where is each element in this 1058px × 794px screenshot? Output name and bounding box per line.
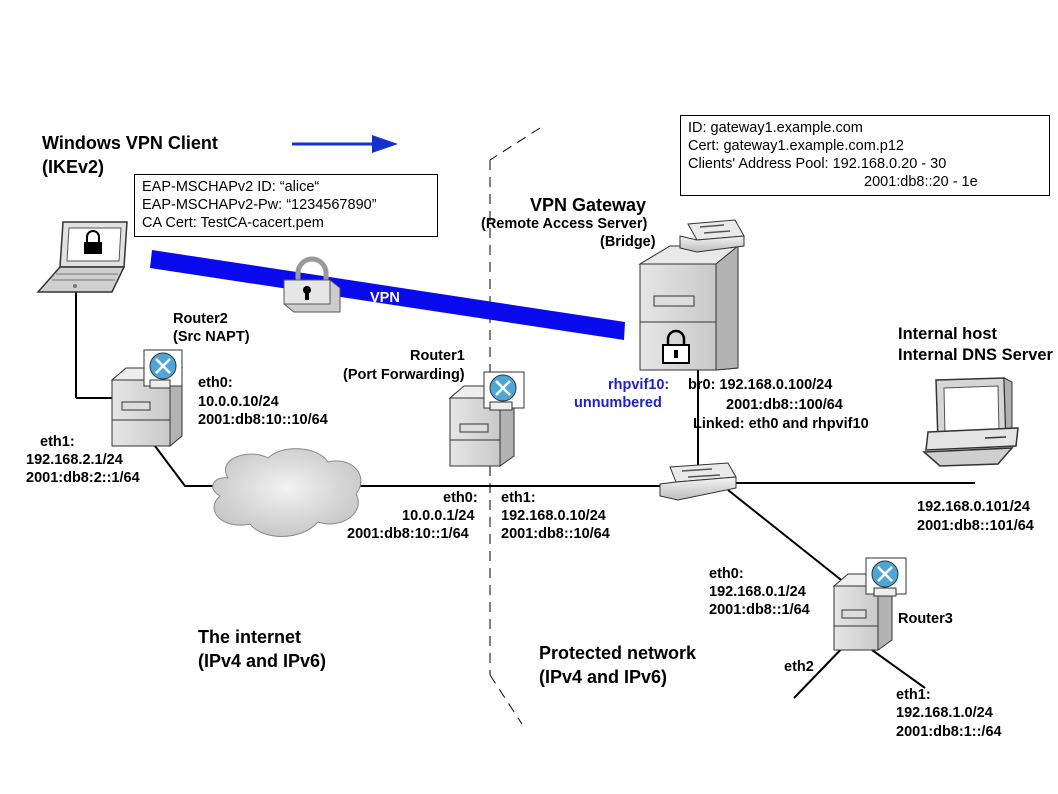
- gateway-mode: (Bridge): [600, 234, 656, 250]
- router3-eth1-v6: 2001:db8:1::/64: [896, 724, 1002, 740]
- link-router3-eth1: [871, 649, 926, 689]
- internet-zone-title: The internet: [198, 627, 302, 647]
- desktop-icon: [922, 377, 1019, 467]
- protected-zone-title: Protected network: [539, 643, 697, 663]
- router2-eth1-v4: 192.168.2.1/24: [26, 452, 123, 468]
- router3-name: Router3: [898, 611, 953, 627]
- credentials-box: EAP-MSCHAPv2 ID: “alice“ EAP-MSCHAPv2-Pw…: [134, 174, 438, 237]
- router3-eth0-label: eth0:: [709, 566, 744, 582]
- gateway-role: (Remote Access Server): [481, 216, 648, 232]
- router2-name: Router2: [173, 311, 228, 327]
- br0-v6: 2001:db8::100/64: [726, 397, 843, 413]
- vpn-tunnel: [150, 250, 625, 340]
- gateway-pool-v6: 2001:db8::20 - 1e: [864, 174, 978, 190]
- gateway-info-box: ID: gateway1.example.com Cert: gateway1.…: [680, 115, 1050, 196]
- br0-linked: Linked: eth0 and rhpvif10: [693, 416, 869, 432]
- client-protocol: (IKEv2): [42, 157, 105, 177]
- internet-zone-subtitle: (IPv4 and IPv6): [198, 651, 327, 671]
- router2-eth0-v6: 2001:db8:10::10/64: [198, 412, 328, 428]
- padlock-icon: [84, 230, 102, 254]
- router1-eth1-v6: 2001:db8::10/64: [501, 526, 610, 542]
- router-icon: [448, 371, 525, 467]
- rhpvif-mode: unnumbered: [574, 395, 662, 411]
- router3-eth1-label: eth1:: [896, 687, 931, 703]
- server-icon: [638, 244, 740, 371]
- router2-role: (Src NAPT): [173, 329, 250, 345]
- router3-eth0-v4: 192.168.0.1/24: [709, 584, 806, 600]
- router-icon: [832, 557, 907, 651]
- internal-host-v6: 2001:db8::101/64: [917, 518, 1034, 534]
- router1-eth1-label: eth1:: [501, 490, 536, 506]
- padlock-icon: [662, 329, 690, 364]
- switch-icon: [659, 462, 737, 501]
- router1-eth1-v4: 192.168.0.10/24: [501, 508, 606, 524]
- br0-v4: br0: 192.168.0.100/24: [688, 377, 833, 393]
- router2-eth1-v6: 2001:db8:2::1/64: [26, 470, 140, 486]
- gateway-cert: Cert: gateway1.example.com.p12: [688, 138, 904, 154]
- link-switch-router3: [727, 489, 846, 584]
- router1-eth0-v6: 2001:db8:10::1/64: [347, 526, 469, 542]
- router3-eth0-v6: 2001:db8::1/64: [709, 602, 810, 618]
- gateway-pool-v4: Clients' Address Pool: 192.168.0.20 - 30: [688, 156, 947, 172]
- internal-host-v4: 192.168.0.101/24: [917, 499, 1030, 515]
- rhpvif-label: rhpvif10:: [608, 377, 670, 393]
- padlock-icon: [283, 256, 341, 313]
- vpn-tunnel-label: VPN: [370, 290, 400, 306]
- router1-eth0-label: eth0:: [443, 490, 478, 506]
- router2-eth0-v4: 10.0.0.10/24: [198, 394, 279, 410]
- cloud-icon: [212, 448, 362, 537]
- cred-password: EAP-MSCHAPv2-Pw: “1234567890”: [142, 197, 377, 213]
- link-router2-cloud: [154, 445, 215, 487]
- router1-role: (Port Forwarding): [343, 367, 465, 383]
- protected-zone-subtitle: (IPv4 and IPv6): [539, 667, 668, 687]
- router1-eth0-v4: 10.0.0.1/24: [402, 508, 475, 524]
- router2-eth1-label: eth1:: [40, 434, 75, 450]
- internal-dns-name: Internal DNS Server: [898, 346, 1053, 364]
- laptop-icon: [36, 221, 128, 293]
- arrow-icon: [292, 135, 398, 153]
- router3-eth1-v4: 192.168.1.0/24: [896, 705, 993, 721]
- internal-host-name: Internal host: [898, 325, 998, 343]
- switch-icon: [679, 219, 745, 253]
- gateway-id: ID: gateway1.example.com: [688, 120, 863, 136]
- router-icon: [110, 349, 184, 448]
- cred-id: EAP-MSCHAPv2 ID: “alice“: [142, 179, 320, 195]
- router1-name: Router1: [410, 348, 465, 364]
- cred-ca-cert: CA Cert: TestCA-cacert.pem: [142, 215, 324, 231]
- gateway-title: VPN Gateway: [530, 195, 647, 215]
- router3-eth2-label: eth2: [784, 659, 814, 675]
- router2-eth0-label: eth0:: [198, 375, 233, 391]
- client-title: Windows VPN Client: [42, 133, 218, 153]
